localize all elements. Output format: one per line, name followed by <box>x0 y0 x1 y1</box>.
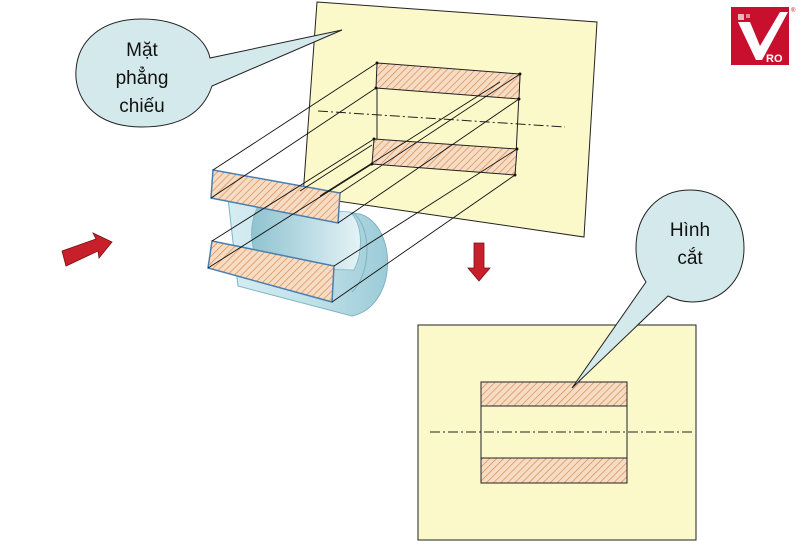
view-direction-arrow <box>61 232 113 267</box>
callout-section-view: Hình cắt <box>571 189 745 389</box>
logo-registered-mark: ® <box>791 7 796 14</box>
callout-projection-plane: Mặt phẳng chiếu <box>75 18 343 128</box>
section-view-strip-top <box>480 381 628 407</box>
projection-lines <box>207 61 522 303</box>
callout-projection-plane-line3: chiếu <box>119 96 164 117</box>
callout-projection-plane-line1: Mặt <box>126 40 158 61</box>
vro-logo: RO ® <box>731 7 796 65</box>
callout-section-view-line1: Hình <box>670 220 710 241</box>
plane-center-line <box>317 110 566 128</box>
down-arrow <box>467 242 491 282</box>
callout-section-view-line2: cắt <box>677 247 703 269</box>
callout-projection-plane-line2: phẳng <box>116 67 169 89</box>
logo-text: RO <box>766 53 783 65</box>
section-view-strip-bottom <box>480 457 628 484</box>
